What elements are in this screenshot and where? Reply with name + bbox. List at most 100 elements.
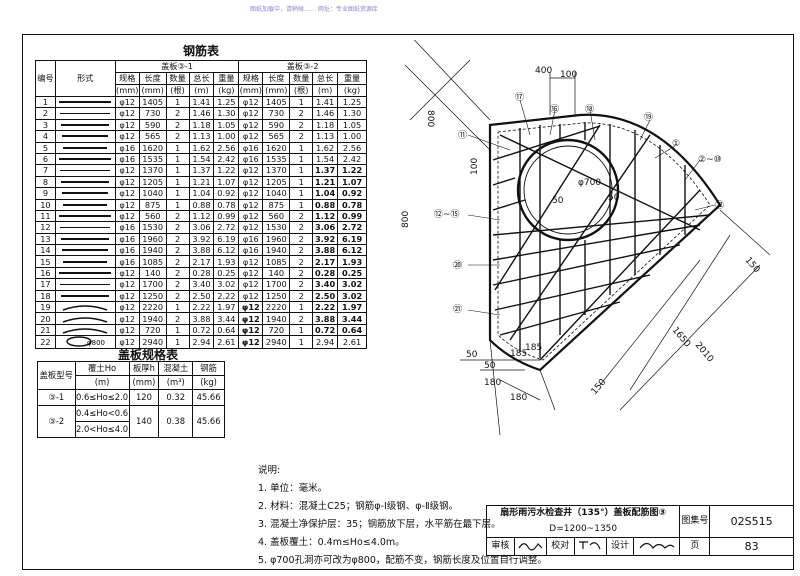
rebar-shape (54, 244, 116, 257)
rebar-shape (54, 152, 116, 166)
rebar-cell: 2940 (138, 335, 167, 350)
rebar-no: 10 (35, 198, 56, 211)
slab-inner-line (497, 122, 711, 361)
rebar-shape (54, 255, 116, 268)
rebar-cell: 1.41 (312, 95, 339, 109)
rebar-table: 编号 形式 盖板③-1 盖板③-2 规格长度数量总长重量规格长度数量总长重量 (… (35, 60, 367, 350)
rebar-plan-drawing: 400 100 800 100 800 50 φ700 50 1650 2010… (401, 40, 771, 436)
rebar-cell: 2 (289, 130, 314, 143)
col-len-header: 长度 (262, 72, 291, 85)
rebar-callout: ㉒ (715, 200, 724, 211)
rebar-cell: 1085 (138, 255, 167, 268)
rebar-cell: 2 (165, 221, 190, 234)
page-label: 页 (679, 537, 711, 556)
rebar-cell: 1.97 (213, 301, 240, 314)
rebar-callout: ⑫~⑮ (434, 209, 460, 220)
rebar-cell: 0.88 (188, 198, 215, 211)
rebar-cell: φ12 (114, 107, 140, 120)
rebar-cell: 2.42 (213, 152, 240, 166)
rebar-cell: φ12 (238, 278, 264, 291)
design-signature (633, 537, 681, 556)
rebar-cell: φ12 (114, 278, 140, 291)
rebar-cell: 1530 (138, 221, 167, 234)
rebar-cell: 1040 (262, 187, 291, 200)
dim-label: 150 (743, 256, 762, 276)
rebar-cell: 0.88 (312, 198, 339, 211)
rebar-cell: 3.44 (337, 312, 367, 325)
rebar-cell: 2.56 (213, 141, 240, 154)
rebar-cell: 2.22 (312, 301, 339, 314)
note-item: 1. 单位：毫米。 (258, 483, 328, 494)
rebar-cell: 1.13 (312, 130, 339, 143)
rebar-cell: 1.04 (188, 187, 215, 200)
rebar-cell: 1.00 (337, 130, 367, 143)
spec-thick-unit: (mm) (128, 375, 160, 390)
rebar-shape (54, 175, 116, 189)
rebar-cell: 1.41 (188, 95, 215, 109)
col-tlen-unit: (m) (188, 84, 215, 97)
note-item: 3. 混凝土净保护层：35；钢筋放下层，水平筋在最下层。 (258, 519, 501, 530)
rebar-cell: 0.28 (188, 266, 215, 280)
rebar-cell: 2220 (262, 301, 291, 314)
rebar-cell: 1.04 (312, 187, 339, 200)
rebar-cell: 2 (165, 278, 190, 291)
rebar-cell: 1.21 (188, 175, 215, 189)
rebar-cell: φ12 (114, 198, 140, 211)
group1-header: 盖板③-1 (114, 60, 240, 73)
spec-steel: 45.66 (192, 389, 225, 406)
rebar-no: 22 (35, 335, 56, 350)
rebar-cell: φ12 (238, 335, 264, 350)
dim-label: 100 (470, 158, 480, 175)
rebar-cell: 1040 (138, 187, 167, 200)
rebar-cell: 1700 (262, 278, 291, 291)
rebar-no: 8 (35, 175, 56, 189)
rebar-cell: 2.72 (337, 221, 367, 234)
rebar-cell: 875 (262, 198, 291, 211)
rebar-cell: 2.17 (188, 255, 215, 268)
rebar-cell: 1 (289, 335, 314, 350)
rebar-shape (54, 301, 116, 314)
rebar-cell: 2 (165, 232, 190, 246)
rebar-cell: 1 (289, 164, 314, 177)
rebar-no: 2 (35, 107, 56, 120)
rebar-shape (54, 221, 116, 234)
rebar-cell: 2.61 (337, 335, 367, 350)
rebar-cell: 1530 (262, 221, 291, 234)
rebar-shape (54, 187, 116, 200)
notes: 说明: 1. 单位：毫米。 2. 材料：混凝土C25；钢筋φ-Ⅰ级钢、φ-Ⅱ级钢… (258, 462, 547, 570)
rebar-cell: 1.07 (337, 175, 367, 189)
rebar-cell: 1205 (138, 175, 167, 189)
rebar-callout: ① (672, 139, 680, 149)
rebar-cell: 1.54 (188, 152, 215, 166)
rebar-cell: 1620 (262, 141, 291, 154)
rebar-shape (54, 289, 116, 303)
rebar-shape (54, 323, 116, 337)
rebar-cell: 1250 (138, 289, 167, 303)
rebar-cell: φ16 (114, 255, 140, 268)
rebar-cell: φ12 (114, 312, 140, 325)
rebar-cell: φ16 (238, 244, 264, 257)
rebar-cell: 2 (289, 107, 314, 120)
rebar-cell: 0.25 (337, 266, 367, 280)
review-signature (513, 537, 547, 556)
rebar-no: 5 (35, 141, 56, 154)
rebar-cell: 590 (138, 118, 167, 132)
rebar-cell: 1405 (138, 95, 167, 109)
rebar-cell: 2 (289, 278, 314, 291)
dim-label: φ700 (578, 178, 601, 188)
rebar-cell: φ12 (238, 323, 264, 337)
notes-title: 说明: (258, 465, 281, 476)
rebar-cell: 3.40 (188, 278, 215, 291)
rebar-cell: 1 (165, 198, 190, 211)
col-qty-header: 数量 (289, 72, 314, 85)
note-item: 5. φ700孔洞亦可改为φ800，配筋不变，钢筋长度及位置自行调整。 (258, 555, 547, 566)
rebar-no: 15 (35, 255, 56, 268)
col-wt-header: 重量 (337, 72, 367, 85)
col-shape-header: 形式 (54, 60, 116, 97)
